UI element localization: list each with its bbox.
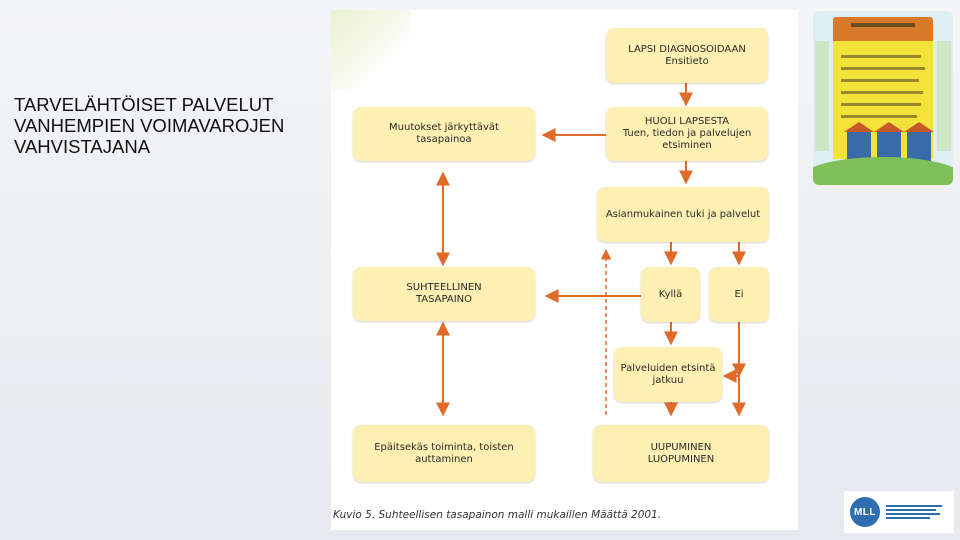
node-inconsistent: Epäitsekäs toiminta, toisten auttaminen — [353, 425, 535, 482]
node-exhaustion-label: UUPUMINEN LUOPUMINEN — [648, 442, 714, 466]
slide-title: TARVELÄHTÖISET PALVELUT VANHEMPIEN VOIMA… — [14, 94, 334, 157]
node-care: HUOLI LAPSESTA Tuen, tiedon ja palveluje… — [606, 107, 768, 161]
book-text-line — [841, 103, 921, 106]
book-text-line — [841, 115, 917, 118]
node-diagnosis-label: LAPSI DIAGNOSOIDAAN Ensitieto — [628, 44, 746, 68]
book-grass — [813, 157, 953, 185]
node-no-label: Ei — [734, 289, 743, 301]
node-diagnosis: LAPSI DIAGNOSOIDAAN Ensitieto — [606, 28, 768, 83]
node-changes-label: Muutokset järkyttävät tasapainoa — [389, 122, 499, 146]
node-care-label: HUOLI LAPSESTA Tuen, tiedon ja palveluje… — [623, 116, 751, 152]
book-house — [907, 131, 931, 161]
mll-logo-text-lines — [886, 505, 942, 519]
book-text-line — [841, 79, 919, 82]
book-side-right — [937, 41, 951, 151]
node-relative-balance: SUHTEELLINEN TASAPAINO — [353, 267, 535, 321]
mll-logo: MLL — [844, 491, 954, 533]
node-exhaustion: UUPUMINEN LUOPUMINEN — [593, 425, 769, 482]
node-no: Ei — [709, 267, 769, 322]
node-inconsistent-label: Epäitsekäs toiminta, toisten auttaminen — [374, 442, 514, 466]
figure-caption: Kuvio 5. Suhteellisen tasapainon malli m… — [333, 509, 661, 521]
node-support-label: Asianmukainen tuki ja palvelut — [606, 209, 760, 221]
node-yes-label: Kyllä — [659, 289, 682, 301]
diagram-figure: LAPSI DIAGNOSOIDAAN Ensitieto HUOLI LAPS… — [331, 10, 798, 530]
book-text-line — [841, 55, 921, 58]
node-changes: Muutokset järkyttävät tasapainoa — [353, 107, 535, 161]
node-search: Palveluiden etsintä jatkuu — [614, 347, 722, 402]
book-roof — [833, 17, 933, 43]
node-search-label: Palveluiden etsintä jatkuu — [621, 363, 716, 387]
book-title-strip — [851, 23, 915, 27]
node-yes: Kyllä — [641, 267, 700, 322]
mll-logo-icon: MLL — [850, 497, 880, 527]
node-support: Asianmukainen tuki ja palvelut — [597, 187, 769, 242]
node-relative-balance-label: SUHTEELLINEN TASAPAINO — [406, 282, 481, 306]
book-cover-image — [813, 11, 953, 185]
book-text-line — [841, 91, 923, 94]
book-side-left — [815, 41, 829, 151]
book-text-line — [841, 67, 925, 70]
